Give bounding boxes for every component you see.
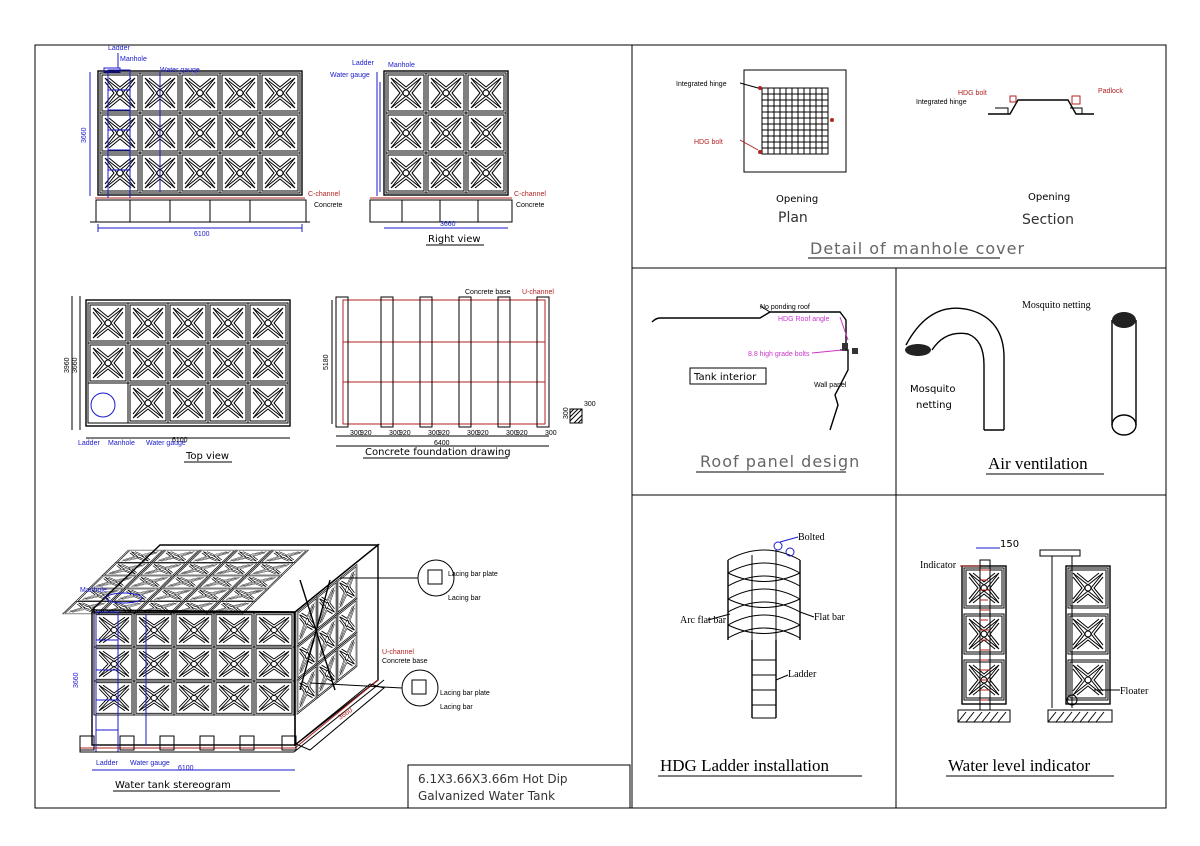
top-water-gauge-label: Water gauge [146, 440, 186, 447]
ladder-installation-title: HDG Ladder installation [660, 756, 830, 775]
foundation-dim-11: 300 [545, 430, 557, 437]
foundation-dim-1: 300 [350, 430, 362, 437]
right-width-dim: 3660 [440, 221, 456, 228]
cover-opening-plan-label: Opening [776, 194, 818, 205]
stereo-lacing-bar-label-2: Lacing bar [440, 704, 473, 711]
cover-hdg-bolt-label: HDG bolt [694, 139, 723, 146]
manhole-cover-detail: Integrated hinge HDG bolt Opening Plan H… [676, 69, 1123, 259]
top-view-title: Top view [185, 451, 229, 462]
ladder-arc-flat-bar-label: Arc flat bar [680, 615, 727, 626]
foundation-drawing: 5180 Concrete base U-channel 300 920 300… [323, 289, 596, 459]
top-outer-dim: 3960 [64, 357, 71, 373]
foundation-dim-3: 300 [389, 430, 401, 437]
level-floater-label: Floater [1120, 686, 1149, 697]
stereo-height-dim: 3660 [73, 672, 80, 688]
cover-section-label: Section [1022, 212, 1074, 228]
foundation-dim-8: 920 [477, 430, 489, 437]
manhole-cover-title: Detail of manhole cover [810, 239, 1025, 258]
cover-section-hinge-label: Integrated hinge [916, 99, 967, 106]
stereo-concrete-base-label: Concrete base [382, 658, 428, 665]
ladder-bolted-label: Bolted [798, 532, 825, 543]
title-line-1: 6.1X3.66X3.66m Hot Dip [418, 772, 568, 786]
cover-plan-label: Plan [778, 210, 808, 226]
title-line-2: Galvanized Water Tank [418, 789, 555, 803]
right-view-title: Right view [428, 234, 481, 245]
right-ladder-label: Ladder [352, 60, 374, 67]
stereo-manhole-label: Manhole [80, 587, 107, 594]
foundation-section-w: 300 [584, 401, 596, 408]
right-view: 3660 Ladder Manhole Water gauge C-channe… [330, 60, 546, 246]
front-elevation: 6100 3660 Ladder Manhole Water gauge C-c… [81, 45, 343, 238]
title-block [407, 764, 631, 809]
foundation-section-h: 300 [563, 407, 570, 419]
stereo-water-gauge-label: Water gauge [130, 760, 170, 767]
right-concrete-label: Concrete [516, 202, 545, 209]
foundation-dim-10: 920 [516, 430, 528, 437]
ladder-ladder-label: Ladder [788, 669, 817, 680]
cover-opening-section-label: Opening [1028, 192, 1070, 203]
foundation-dim-7: 300 [467, 430, 479, 437]
foundation-total-dim: 6400 [434, 440, 450, 447]
top-view: 6100 3960 3660 Ladder Manhole Water gaug… [64, 296, 291, 463]
foundation-dim-6: 920 [438, 430, 450, 437]
front-water-gauge-label: Water gauge [160, 67, 200, 74]
right-manhole-label: Manhole [388, 62, 415, 69]
front-ladder-label: Ladder [108, 45, 130, 52]
foundation-dim-4: 920 [399, 430, 411, 437]
roof-panel-design: No ponding roof HDG Roof angle 8.8 high … [651, 304, 860, 473]
front-concrete-label: Concrete [314, 202, 343, 209]
cover-padlock-label: Padlock [1098, 88, 1123, 95]
top-inner-dim: 3660 [72, 357, 79, 373]
cover-section-hdg-bolt-label: HDG bolt [958, 90, 987, 97]
foundation-dim-2: 920 [360, 430, 372, 437]
ladder-flat-bar-label: Flat bar [814, 612, 845, 623]
stereo-u-channel-label: U-channel [382, 649, 414, 656]
roof-angle-label: HDG Roof angle [778, 316, 829, 323]
stereo-lacing-plate-label-2: Lacing bar plate [440, 690, 490, 697]
roof-wall-panel-label: Wall panel [814, 382, 847, 389]
top-ladder-label: Ladder [78, 440, 100, 447]
stereo-lacing-bar-label-1: Lacing bar [448, 595, 481, 602]
stereogram-title: Water tank stereogram [115, 780, 231, 791]
cover-integrated-hinge-label: Integrated hinge [676, 81, 727, 88]
front-length-dim: 6100 [194, 231, 210, 238]
right-c-channel-label: C-channel [514, 191, 546, 198]
roof-bolts-label: 8.8 high grade bolts [748, 351, 810, 358]
air-ventilation-title: Air ventilation [988, 454, 1088, 473]
vent-mosquito-line-2: netting [916, 400, 952, 411]
foundation-title: Concrete foundation drawing [365, 447, 511, 458]
stereo-length-dim: 6100 [178, 765, 194, 772]
water-level-title: Water level indicator [948, 756, 1090, 775]
top-length-dim: 6100 [172, 437, 188, 444]
roof-no-ponding-label: No ponding roof [760, 304, 810, 311]
front-height-dim: 3660 [81, 127, 88, 143]
stereo-lacing-plate-label-1: Lacing bar plate [448, 571, 498, 578]
vent-mosquito-line-1: Mosquito [910, 384, 955, 395]
roof-panel-title: Roof panel design [700, 452, 860, 471]
water-level-indicator: 150 Indicator Floater Water level indica… [920, 539, 1149, 777]
foundation-height-dim: 5180 [323, 354, 330, 370]
level-dim-label: 150 [1000, 539, 1019, 550]
level-indicator-label: Indicator [920, 560, 957, 571]
air-ventilation: Mosquito netting Mosquito netting Air ve… [905, 300, 1137, 475]
right-water-gauge-label: Water gauge [330, 72, 370, 79]
stereo-ladder-label: Ladder [96, 760, 118, 767]
front-manhole-label: Manhole [120, 56, 147, 63]
foundation-dim-5: 300 [428, 430, 440, 437]
vent-mosquito-top-label: Mosquito netting [1022, 300, 1091, 311]
top-manhole-label: Manhole [108, 440, 135, 447]
foundation-u-channel-label: U-channel [522, 289, 554, 296]
front-c-channel-label: C-channel [308, 191, 340, 198]
ladder-installation: Bolted Arc flat bar Flat bar Ladder HDG … [658, 532, 862, 777]
foundation-dim-9: 300 [506, 430, 518, 437]
roof-tank-interior-label: Tank interior [693, 372, 757, 383]
foundation-concrete-base-label: Concrete base [465, 289, 511, 296]
stereogram: Lacing bar plate Lacing bar Lacing bar p… [62, 543, 498, 792]
